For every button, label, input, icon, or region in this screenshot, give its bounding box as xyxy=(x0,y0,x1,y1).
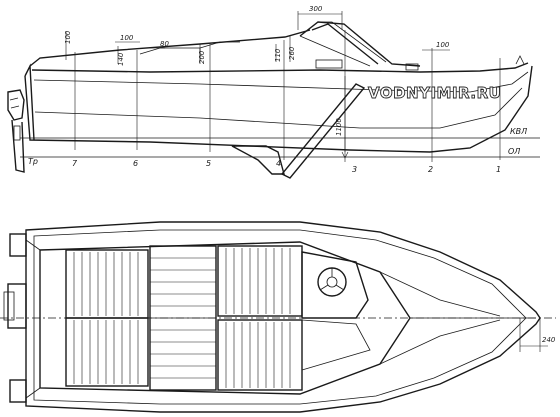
hull-bottom-line xyxy=(24,65,533,153)
station-label-1: 1 xyxy=(496,165,501,174)
transom xyxy=(24,63,35,141)
outboard-motor xyxy=(7,89,25,173)
station-label-2: 2 xyxy=(428,165,433,174)
console-top xyxy=(301,251,371,371)
station-label-5: 5 xyxy=(206,159,211,168)
hull-deck-line xyxy=(31,62,529,73)
station-label-4: 4 xyxy=(276,159,281,168)
rear-seat-top xyxy=(65,249,149,387)
hull-sheer-line xyxy=(29,29,311,67)
station-label-3: 3 xyxy=(352,165,357,174)
station-label-6: 6 xyxy=(133,159,138,168)
dim-deck-bow: 100 xyxy=(436,41,450,49)
hull-rubbing-strip xyxy=(33,71,529,93)
dimension-marks xyxy=(65,11,450,159)
watermark: VODNYIMIR.RU xyxy=(368,84,501,102)
station-lines xyxy=(74,30,501,162)
hull-chine-line xyxy=(34,87,523,129)
bow-deck-lines xyxy=(379,271,536,365)
dim-deck-left: 100 xyxy=(64,30,72,44)
hull-planform xyxy=(25,221,541,413)
dim-h-110: 110 xyxy=(274,48,282,62)
bow-dimension xyxy=(519,318,548,352)
dim-cabin-top: 300 xyxy=(309,5,323,13)
dim-h-200: 200 xyxy=(198,50,206,64)
side-view: 300 100 100 80 140 200 110 260 100 1100 … xyxy=(7,5,540,179)
dim-height-total: 1100 xyxy=(335,118,343,136)
outboard-motor-top xyxy=(3,233,41,403)
rudder-strut xyxy=(231,83,366,179)
cockpit-outline xyxy=(39,241,411,395)
hull-inner-planform xyxy=(33,229,527,405)
baseline-label: ОЛ xyxy=(508,147,520,156)
dim-h-260: 260 xyxy=(288,46,296,60)
dim-deck-a: 100 xyxy=(120,34,134,42)
station-label-7: 7 xyxy=(72,159,78,168)
middle-floor-top xyxy=(149,245,217,391)
dim-deck-b: 80 xyxy=(160,40,169,48)
top-view: 240 xyxy=(0,221,556,413)
waterline-label: КВЛ xyxy=(510,127,527,136)
windshield xyxy=(299,21,421,71)
dim-bow-offset: 240 xyxy=(542,336,556,344)
bow-fitting xyxy=(515,55,525,65)
dim-h-140: 140 xyxy=(117,52,125,66)
station-label-transom: Тр xyxy=(28,157,38,166)
